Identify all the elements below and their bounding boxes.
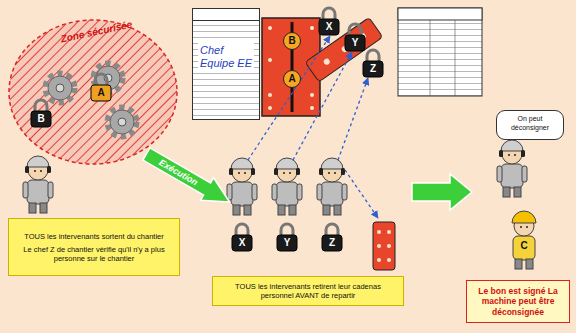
circle-shape: A (283, 70, 301, 88)
zone-shape: Zone sécuriséeA B (8, 20, 178, 165)
padlock-letter: Z (362, 62, 384, 76)
speech-text: On peut déconsigner (501, 114, 559, 132)
padlock-letter: Y (344, 36, 366, 50)
board-letter: A (283, 72, 301, 86)
padlock-letter: A (90, 86, 112, 100)
note-text: TOUS les intervenants sortent du chantie… (14, 232, 174, 241)
bubble-shape: On peut déconsigner (496, 110, 564, 140)
padlock: Z (362, 48, 384, 78)
padlock: Z (321, 222, 343, 252)
worker-letter: C (517, 240, 531, 251)
padlock: X (318, 6, 340, 36)
note-box: TOUS les intervenants sortent du chantie… (8, 218, 180, 276)
doc-shape: Chef Equipe EE (192, 8, 260, 120)
document-text: Chef Equipe EE (198, 42, 254, 72)
note-box: TOUS les intervenants retirent leur cade… (212, 276, 404, 306)
padlock-letter: X (318, 20, 340, 34)
padlock-letter: X (231, 236, 253, 250)
padlock: Y (344, 22, 366, 52)
note-text: Le bon est signé La machine peut être dé… (472, 286, 564, 317)
note-text: Le chef Z de chantier vérifie qu'il n'y … (14, 245, 174, 263)
zone-title: Zone sécurisée (60, 19, 134, 45)
padlock: B (30, 98, 52, 128)
padlock: A (90, 72, 112, 102)
padlock-letter: Y (276, 236, 298, 250)
padlock-letter: Z (321, 236, 343, 250)
padlock-letter: B (30, 112, 52, 126)
arrow-label: Exécution (148, 151, 209, 194)
arrow-shape: Exécution (140, 143, 236, 214)
padlock: Y (276, 222, 298, 252)
board-letter: B (283, 34, 301, 48)
note-text: TOUS les intervenants retirent leur cade… (218, 282, 398, 300)
note-box: Le bon est signé La machine peut être dé… (466, 280, 570, 323)
circle-shape: B (283, 32, 301, 50)
padlock: X (231, 222, 253, 252)
